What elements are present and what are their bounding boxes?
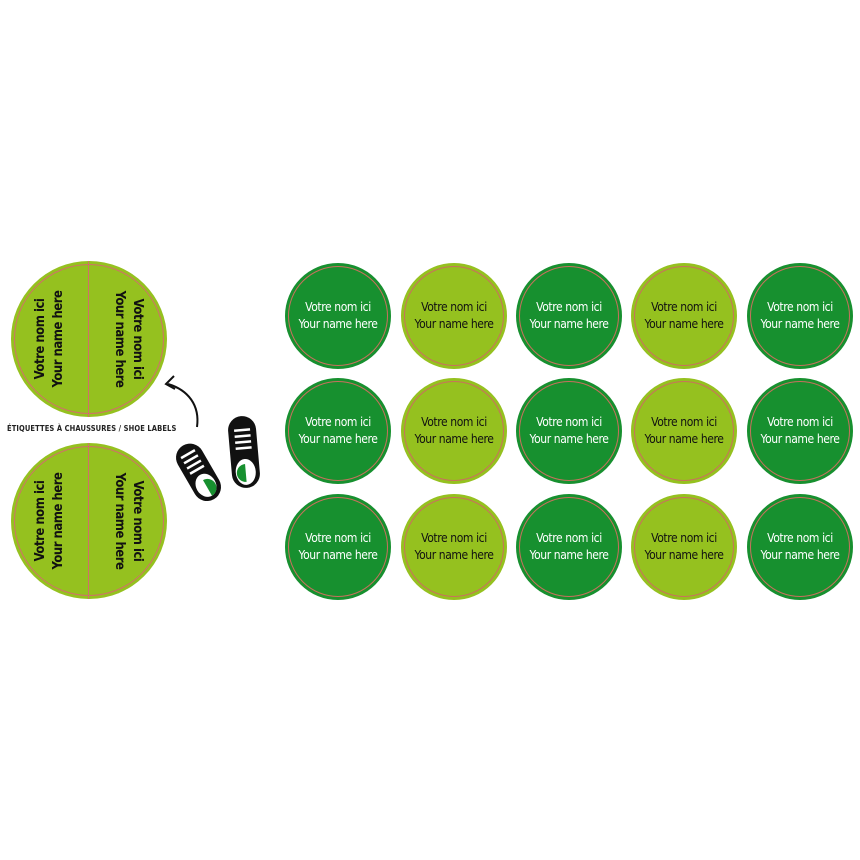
label-line2: Your name here [112, 472, 127, 570]
label-line2: Your name here [298, 317, 378, 331]
cut-line [404, 497, 504, 597]
label-line1: Votre nom ici [536, 531, 602, 545]
cut-line [288, 497, 388, 597]
label-line1: Votre nom ici [651, 531, 717, 545]
label-line2: Your name here [644, 317, 724, 331]
label-line2: Your name here [414, 548, 494, 562]
label-line1: Votre nom ici [767, 415, 833, 429]
divider-line [88, 261, 89, 417]
label-line2: Your name here [414, 317, 494, 331]
label-line2: Your name here [760, 432, 840, 446]
label-line1: Votre nom ici [767, 300, 833, 314]
label-line1: Votre nom ici [33, 298, 48, 380]
cut-line [634, 266, 734, 366]
label-line2: Your name here [760, 317, 840, 331]
label-line2: Your name here [529, 432, 609, 446]
label-line1: Votre nom ici [651, 415, 717, 429]
label-line1: Votre nom ici [536, 300, 602, 314]
label-line2: Your name here [644, 548, 724, 562]
cut-line [288, 381, 388, 481]
label-line1: Votre nom ici [305, 531, 371, 545]
label-line1: Votre nom ici [651, 300, 717, 314]
label-line2: Your name here [298, 548, 378, 562]
cut-line [750, 381, 850, 481]
cut-line [750, 497, 850, 597]
label-line1: Votre nom ici [421, 300, 487, 314]
label-line2: Your name here [112, 290, 127, 388]
label-line1: Votre nom ici [767, 531, 833, 545]
cut-line [14, 446, 164, 596]
label-line1: Votre nom ici [421, 531, 487, 545]
label-line1: Votre nom ici [130, 298, 145, 380]
curved-arrow-icon [164, 375, 199, 428]
cut-line [634, 497, 734, 597]
label-line2: Your name here [760, 548, 840, 562]
label-line2: Your name here [51, 290, 66, 388]
label-line1: Votre nom ici [536, 415, 602, 429]
label-line1: Votre nom ici [421, 415, 487, 429]
cut-line [404, 381, 504, 481]
label-line2: Your name here [51, 472, 66, 570]
shoe-labels-caption: ÉTIQUETTES À CHAUSSURES / SHOE LABELS [7, 424, 177, 433]
label-line2: Your name here [644, 432, 724, 446]
divider-line [88, 443, 89, 599]
label-line1: Votre nom ici [305, 300, 371, 314]
label-line1: Votre nom ici [130, 480, 145, 562]
cut-line [519, 497, 619, 597]
label-line2: Your name here [529, 548, 609, 562]
cut-line [750, 266, 850, 366]
cut-line [519, 266, 619, 366]
label-line1: Votre nom ici [305, 415, 371, 429]
shoes-icon [176, 416, 260, 502]
label-line1: Votre nom ici [33, 480, 48, 562]
label-line2: Your name here [529, 317, 609, 331]
cut-line [14, 264, 164, 414]
cut-line [288, 266, 388, 366]
cut-line [404, 266, 504, 366]
label-line2: Your name here [414, 432, 494, 446]
label-line2: Your name here [298, 432, 378, 446]
cut-line [634, 381, 734, 481]
cut-line [519, 381, 619, 481]
